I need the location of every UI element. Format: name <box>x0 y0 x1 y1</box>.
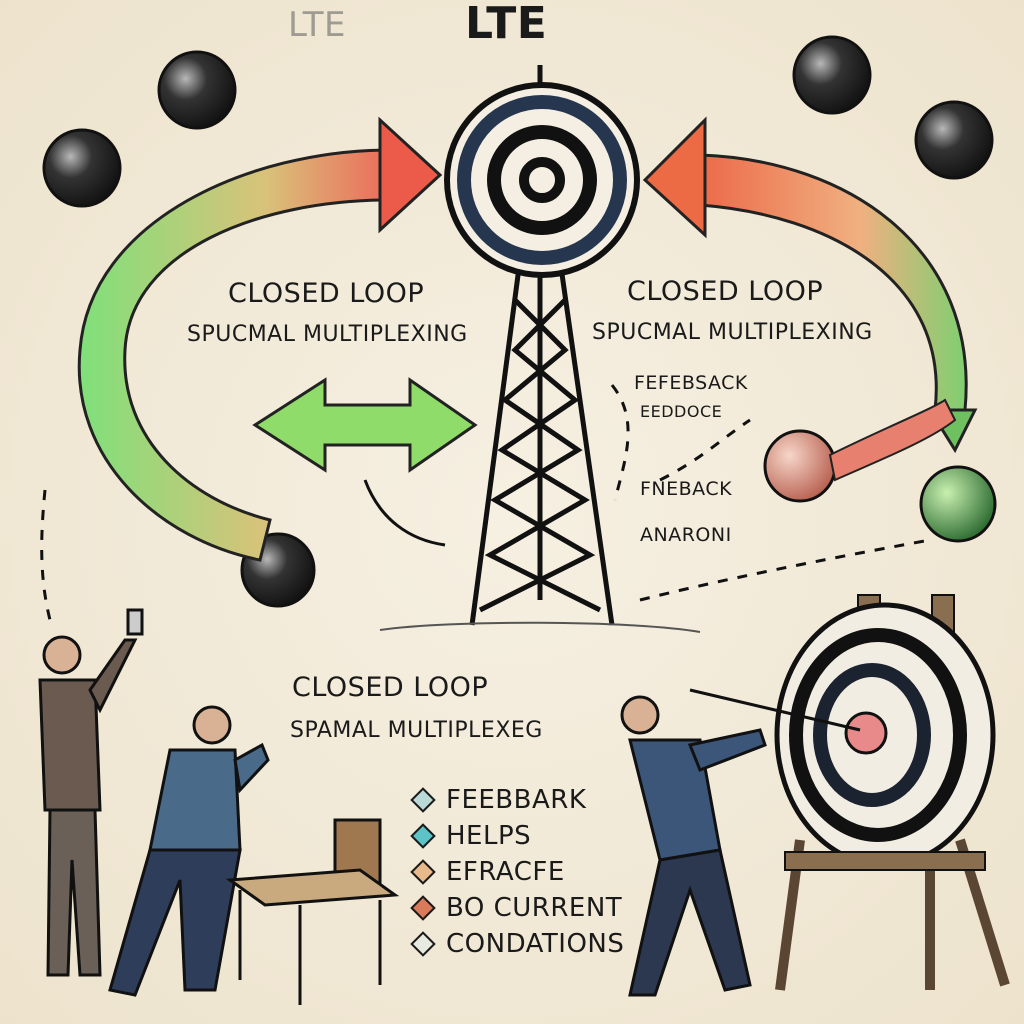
bullet-item: CONDATIONS <box>408 926 624 962</box>
bottom-caption-line1: CLOSED LOOP <box>292 672 489 703</box>
bullet-item: HELPS <box>408 818 624 854</box>
feedback-label: ANARONI <box>640 524 732 546</box>
bullet-label: BO CURRENT <box>446 893 623 923</box>
table-and-chair <box>225 818 400 1005</box>
double-arrow-icon <box>252 377 478 473</box>
diamond-bullet-icon <box>410 931 436 957</box>
archery-target-icon <box>774 594 1010 991</box>
person-figure <box>38 608 144 977</box>
diamond-bullet-icon <box>410 823 436 849</box>
diamond-bullet-icon <box>410 787 436 813</box>
curved-arrow-left <box>77 148 392 562</box>
bullet-label: FEEBBARK <box>446 785 587 815</box>
main-title: LTE <box>465 0 548 49</box>
bullet-item: BO CURRENT <box>408 890 624 926</box>
right-caption-line1: CLOSED LOOP <box>627 276 824 307</box>
feedback-label: EEDDOCE <box>640 402 723 421</box>
feedback-label: FEFEBSACK <box>634 372 748 394</box>
right-caption-line2: SPUCMAL MULTIPLEXING <box>592 320 873 345</box>
bullet-item: FEEBBARK <box>408 782 624 818</box>
person-figure <box>620 695 767 997</box>
bullet-item: EFRACFE <box>408 854 624 890</box>
left-caption-line2: SPUCMAL MULTIPLEXING <box>187 322 468 347</box>
bullet-list: FEEBBARK HELPS EFRACFE BO CURRENT CONDAT… <box>408 782 624 962</box>
bullet-label: CONDATIONS <box>446 929 625 959</box>
diamond-bullet-icon <box>410 859 436 885</box>
lte-tower-icon <box>444 65 640 626</box>
faded-title: LTE <box>288 5 347 45</box>
feedback-label: FNEBACK <box>640 478 733 500</box>
left-caption-line1: CLOSED LOOP <box>228 278 425 309</box>
bottom-caption-line2: SPAMAL MULTIPLEXEG <box>290 718 543 743</box>
bullet-label: EFRACFE <box>446 857 565 887</box>
diamond-bullet-icon <box>410 895 436 921</box>
person-figure <box>108 705 270 997</box>
bullet-label: HELPS <box>446 821 532 851</box>
dashed-feedback-path <box>40 384 931 621</box>
